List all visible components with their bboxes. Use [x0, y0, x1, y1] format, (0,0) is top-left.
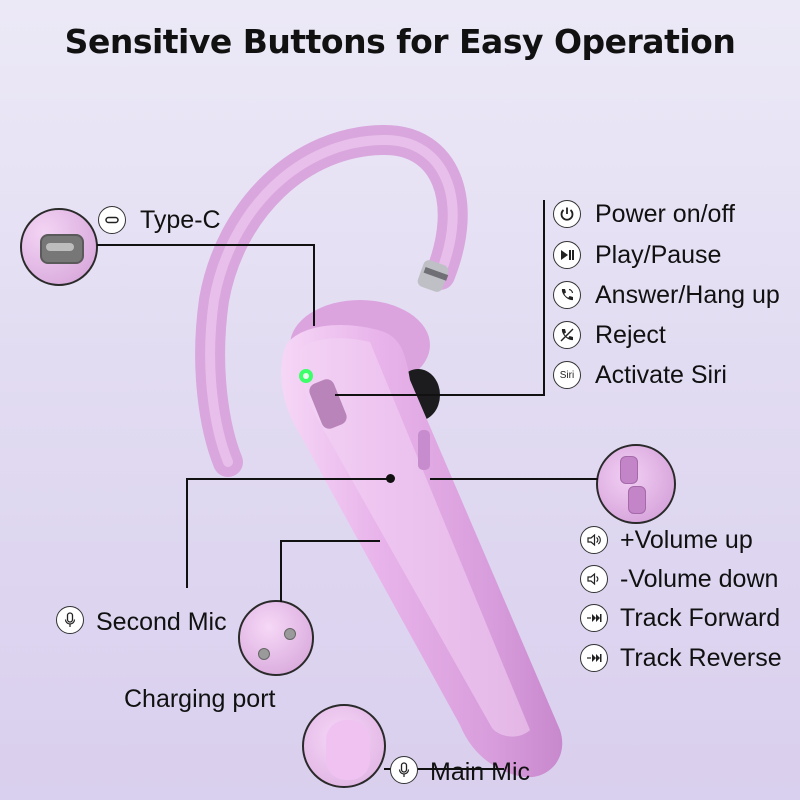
function-volume-down: -Volume down: [620, 565, 779, 593]
charging-port-label: Charging port: [124, 685, 276, 713]
phone-reject-icon: [553, 321, 581, 349]
phone-icon: [553, 281, 581, 309]
play-pause-icon: [553, 241, 581, 269]
main-mic-label: Main Mic: [430, 758, 531, 786]
main-mic-closeup: [302, 704, 386, 788]
function-activate-siri: Activate Siri: [595, 361, 727, 389]
microphone-icon: [56, 606, 84, 634]
volume-buttons-closeup: [596, 444, 676, 524]
microphone-icon: [390, 756, 418, 784]
usb-c-icon: [98, 206, 126, 234]
volume-down-icon: [580, 565, 608, 593]
type-c-port-closeup: [20, 208, 98, 286]
track-forward-icon: [580, 604, 608, 632]
function-answer-hang-up: Answer/Hang up: [595, 281, 780, 309]
siri-icon: Siri: [553, 361, 581, 389]
function-track-forward: Track Forward: [620, 604, 781, 632]
function-reject: Reject: [595, 321, 666, 349]
function-volume-up: +Volume up: [620, 526, 753, 554]
volume-up-icon: [580, 526, 608, 554]
function-power: Power on/off: [595, 200, 735, 228]
page-title: Sensitive Buttons for Easy Operation: [64, 22, 736, 61]
track-reverse-icon: [580, 644, 608, 672]
function-play-pause: Play/Pause: [595, 241, 722, 269]
type-c-label: Type-C: [140, 206, 221, 234]
function-track-reverse: Track Reverse: [620, 644, 782, 672]
second-mic-label: Second Mic: [96, 608, 227, 636]
power-icon: [553, 200, 581, 228]
charging-port-closeup: [238, 600, 314, 676]
